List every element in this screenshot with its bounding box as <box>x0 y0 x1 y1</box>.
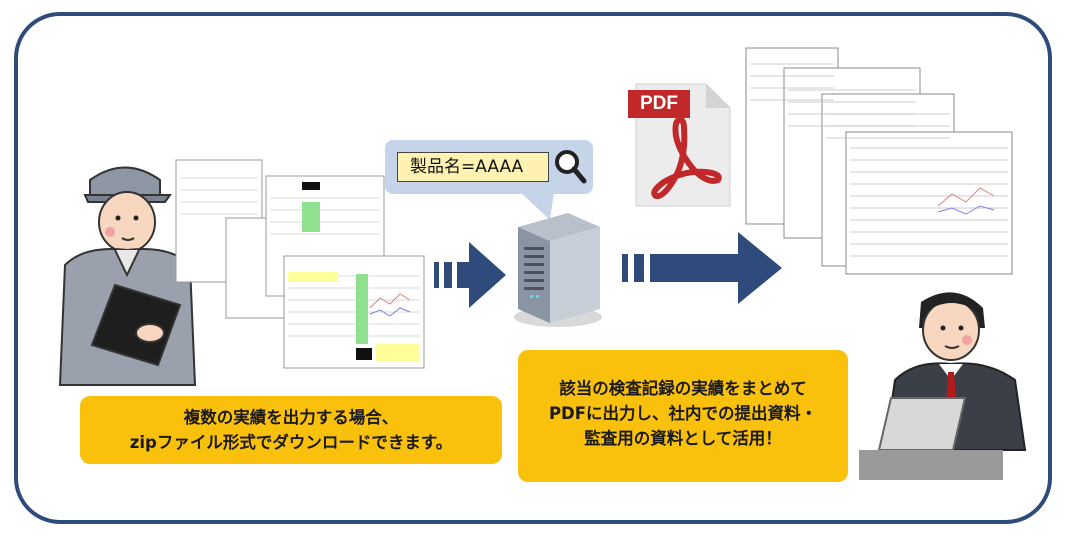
server-illustration <box>514 213 602 327</box>
worker-with-tablet-illustration <box>58 166 197 386</box>
office-worker-with-laptop-illustration <box>859 292 1027 480</box>
arrow-right-icon <box>622 232 782 304</box>
callout-zip-line1: 複数の実績を出力する場合、 <box>183 408 399 427</box>
search-icon[interactable] <box>553 148 587 186</box>
callout-zip-download: 複数の実績を出力する場合、 zipファイル形式でダウンロードできます。 <box>80 396 502 464</box>
search-bubble-tail <box>520 192 554 220</box>
arrow-right-icon <box>434 242 506 308</box>
search-bubble: 製品名=AAAA <box>385 140 593 194</box>
callout-pdf-line2: PDFに出力し、社内での提出資料・ <box>548 404 818 423</box>
callout-pdf-line1: 該当の検査記録の実績をまとめて <box>559 379 807 398</box>
pdf-label: PDF <box>628 90 690 118</box>
stacked-report-documents <box>175 159 425 369</box>
callout-pdf-line3: 監査用の資料として活用！ <box>584 429 782 448</box>
search-input[interactable]: 製品名=AAAA <box>397 152 549 182</box>
callout-zip-line2: zipファイル形式でダウンロードできます。 <box>129 433 453 452</box>
callout-pdf-export: 該当の検査記録の実績をまとめて PDFに出力し、社内での提出資料・ 監査用の資料… <box>518 350 848 482</box>
stacked-pdf-documents <box>745 47 1013 275</box>
